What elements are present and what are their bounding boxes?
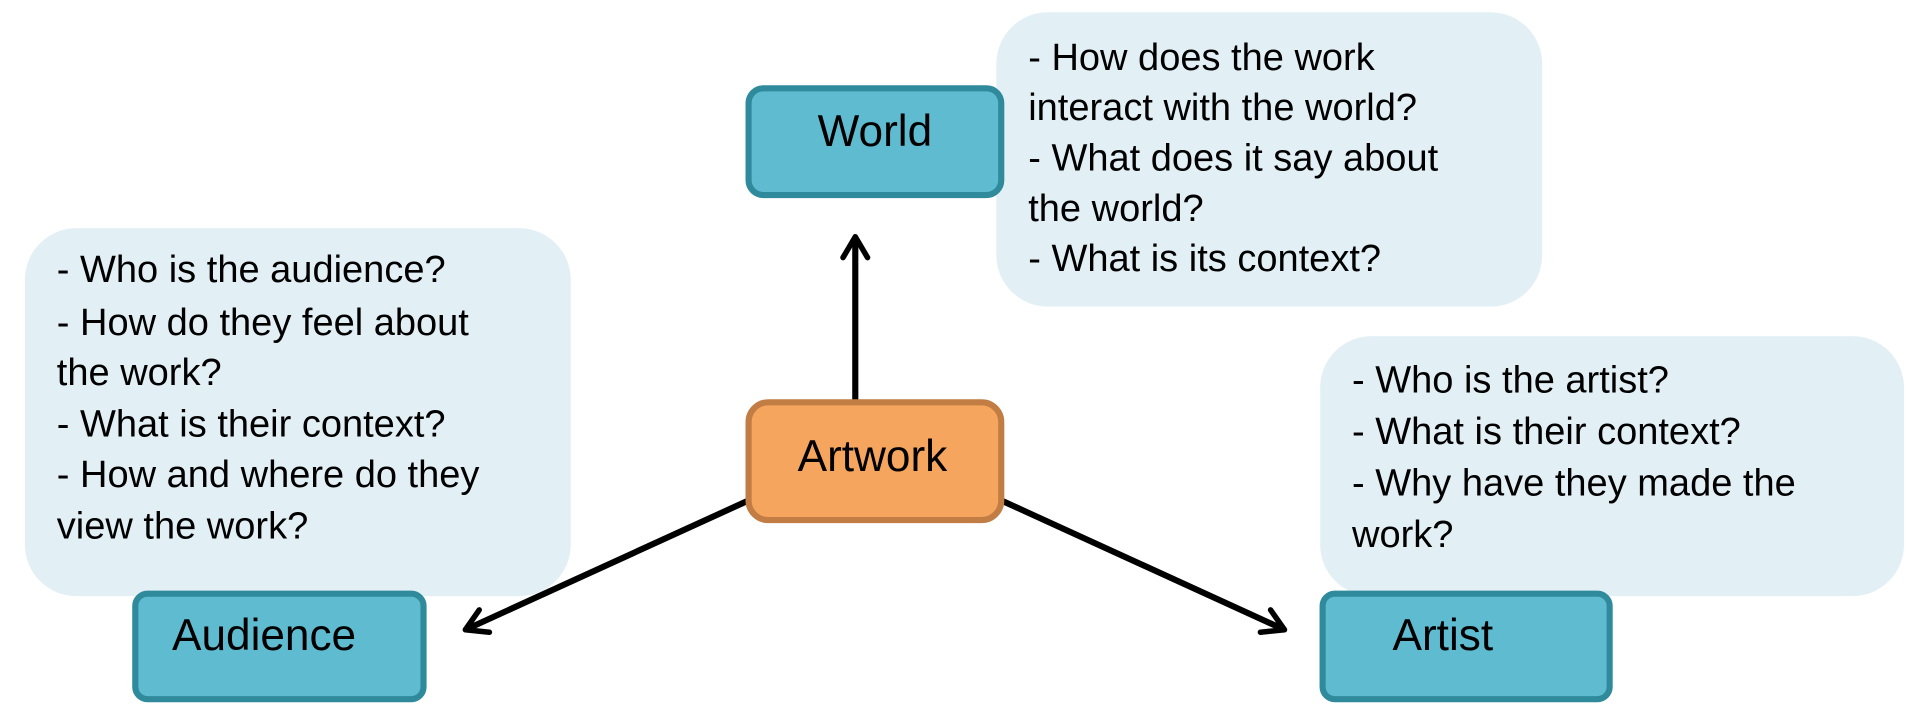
world-label: World (818, 107, 932, 156)
audience-question-line: - Who is the audience? (57, 249, 446, 291)
world-question-line: - What does it say about (1028, 137, 1438, 179)
world-node: World (745, 85, 1005, 199)
audience-question-line: - How do they feel about (57, 302, 470, 344)
audience-question-line: - How and where do they (57, 454, 480, 496)
audience-question-line: - What is their context? (57, 404, 446, 446)
audience-node: Audience (132, 590, 427, 703)
artist-questions-bubble: - Who is the artist? - What is their con… (1320, 336, 1905, 597)
audience-question-line: view the work? (57, 505, 308, 547)
artwork-node: Artwork (745, 399, 1005, 524)
audience-questions-bubble: - Who is the audience? - How do they fee… (24, 228, 571, 597)
artist-question-line: - Who is the artist? (1352, 360, 1669, 402)
audience-question-line: the work? (57, 352, 222, 394)
arrow-to-audience (462, 497, 750, 636)
audience-label: Audience (172, 611, 356, 660)
world-questions-bubble: - How does the work interact with the wo… (996, 12, 1543, 307)
world-question-line: the world? (1028, 188, 1203, 230)
world-question-line: - How does the work (1028, 37, 1375, 79)
arrow-to-artist (999, 497, 1288, 636)
artist-node: Artist (1319, 590, 1613, 703)
artist-question-line: work? (1351, 514, 1453, 556)
artist-label: Artist (1393, 611, 1494, 660)
world-question-line: interact with the world? (1028, 87, 1417, 129)
artist-question-line: - What is their context? (1352, 411, 1741, 453)
world-question-line: - What is its context? (1028, 238, 1381, 280)
artwork-label: Artwork (798, 432, 949, 481)
artist-question-line: - Why have they made the (1352, 463, 1796, 505)
